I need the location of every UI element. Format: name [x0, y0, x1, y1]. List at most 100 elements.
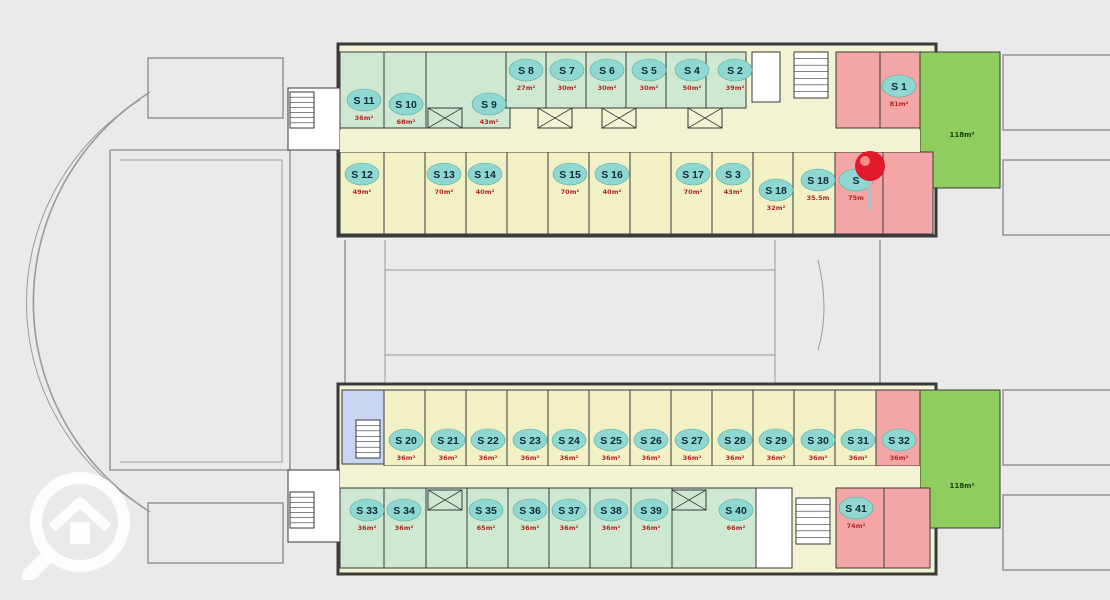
- unit-area: 36m²: [683, 454, 702, 462]
- corridor-bottom: [340, 466, 920, 488]
- shaft: [601, 107, 637, 129]
- unit-s18b: [792, 151, 836, 235]
- unit-label: S 20: [395, 435, 417, 447]
- shaft-cross: [427, 107, 463, 129]
- unit-label: S 13: [433, 169, 455, 181]
- unit-label: S 31: [847, 435, 869, 447]
- stair: [289, 91, 315, 129]
- unit-label: S 37: [558, 505, 580, 517]
- garden-area: 118m²: [950, 131, 975, 139]
- service-room: [751, 51, 781, 103]
- unit-label: S 21: [437, 435, 459, 447]
- unit-label: S 12: [351, 169, 373, 181]
- house-search-icon: [22, 472, 130, 580]
- shaft-cross: [537, 107, 573, 129]
- unit-label-oval: [388, 92, 424, 116]
- stair: [793, 51, 829, 99]
- site-outline: [26, 54, 1110, 571]
- unit-label-group[interactable]: S 31 36m²: [840, 428, 876, 462]
- unit-label: S 40: [725, 505, 747, 517]
- unit-label-oval: [631, 58, 667, 82]
- unit-label-oval: [633, 498, 669, 522]
- unit-area: 36m²: [560, 454, 579, 462]
- unit-area: 36m²: [521, 454, 540, 462]
- unit-area: 75m: [848, 194, 864, 202]
- unit-label: S 26: [640, 435, 662, 447]
- unit-label: S 35: [475, 505, 497, 517]
- unit-top-south: [506, 151, 549, 235]
- unit-label-oval: [589, 58, 625, 82]
- unit-area: 36m²: [849, 454, 868, 462]
- unit-label: S 36: [519, 505, 541, 517]
- unit-area: 36m²: [726, 454, 745, 462]
- unit-label-oval: [715, 162, 751, 186]
- unit-label: S 18: [765, 185, 787, 197]
- unit-label: S 1: [891, 81, 907, 93]
- unit-area: 32m²: [767, 204, 786, 212]
- unit-area: 40m²: [603, 188, 622, 196]
- unit-label: S 11: [353, 95, 374, 107]
- unit-bottom-north: [383, 389, 426, 467]
- unit-label: S 15: [559, 169, 581, 181]
- unit-label-group[interactable]: S 15 70m²: [552, 162, 588, 196]
- unit-pink-corner: [882, 151, 934, 235]
- stair: [289, 491, 315, 529]
- unit-label-oval: [593, 428, 629, 452]
- unit-area: 30m²: [640, 84, 659, 92]
- unit-area: 36m²: [602, 524, 621, 532]
- unit-top-south: [629, 151, 672, 235]
- unit-label-group[interactable]: S 18 32m²: [758, 178, 794, 212]
- unit-area: 70m²: [561, 188, 580, 196]
- unit-area: 36m²: [355, 114, 374, 122]
- unit-label-oval: [471, 92, 507, 116]
- unit-area: 36m²: [642, 524, 661, 532]
- building-blocks: [287, 42, 1001, 576]
- service-room-bottom: [755, 487, 793, 569]
- unit-label-group[interactable]: S 16 40m²: [594, 162, 630, 196]
- unit-area: 36m²: [602, 454, 621, 462]
- unit-label: S 16: [601, 169, 623, 181]
- unit-label-oval: [674, 428, 710, 452]
- unit-label-group[interactable]: S 11 36m²: [346, 88, 382, 122]
- unit-label-oval: [717, 428, 753, 452]
- unit-label-oval: [838, 496, 874, 520]
- unit-label-oval: [346, 88, 382, 112]
- unit-bottom-north: [670, 389, 713, 467]
